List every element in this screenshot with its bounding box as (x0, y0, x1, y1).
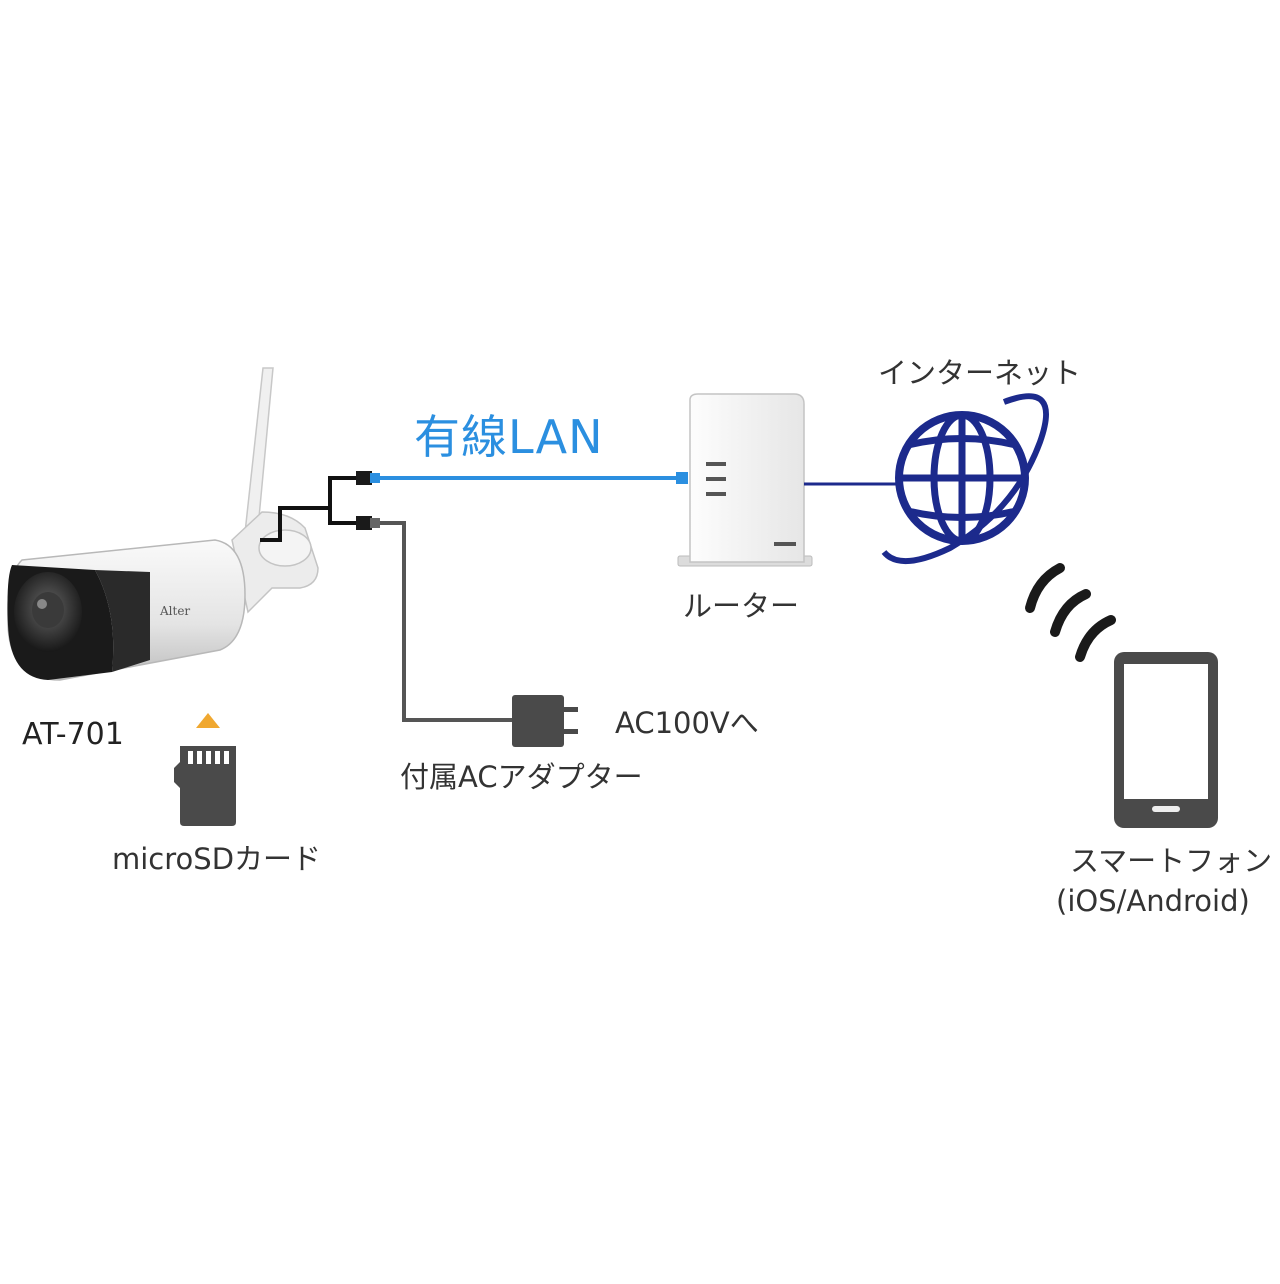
camera-cables (260, 471, 380, 542)
microsd-icon (174, 713, 236, 826)
ac-power-label: AC100Vへ (615, 706, 759, 740)
router-icon (677, 393, 813, 567)
power-cable (380, 521, 515, 722)
wifi-signal-icon (1025, 563, 1116, 662)
wired-lan-label: 有線LAN (414, 410, 604, 464)
microsd-label: microSDカード (112, 842, 322, 876)
smartphone-label: スマートフォン (1070, 844, 1273, 878)
camera-icon: Alter (7, 367, 319, 681)
camera-model-label: AT-701 (22, 717, 124, 752)
internet-label: インターネット (878, 356, 1082, 390)
ac-adapter-icon (512, 695, 578, 747)
adapter-label: 付属ACアダプター (400, 760, 643, 794)
globe-icon (881, 393, 1050, 565)
smartphone-icon (1114, 652, 1218, 828)
router-label: ルーター (683, 589, 800, 623)
camera-brand: Alter (159, 604, 190, 618)
insert-arrow-icon (196, 713, 220, 728)
lan-cable (380, 472, 688, 484)
smartphone-os-label: (iOS/Android) (1056, 884, 1250, 918)
